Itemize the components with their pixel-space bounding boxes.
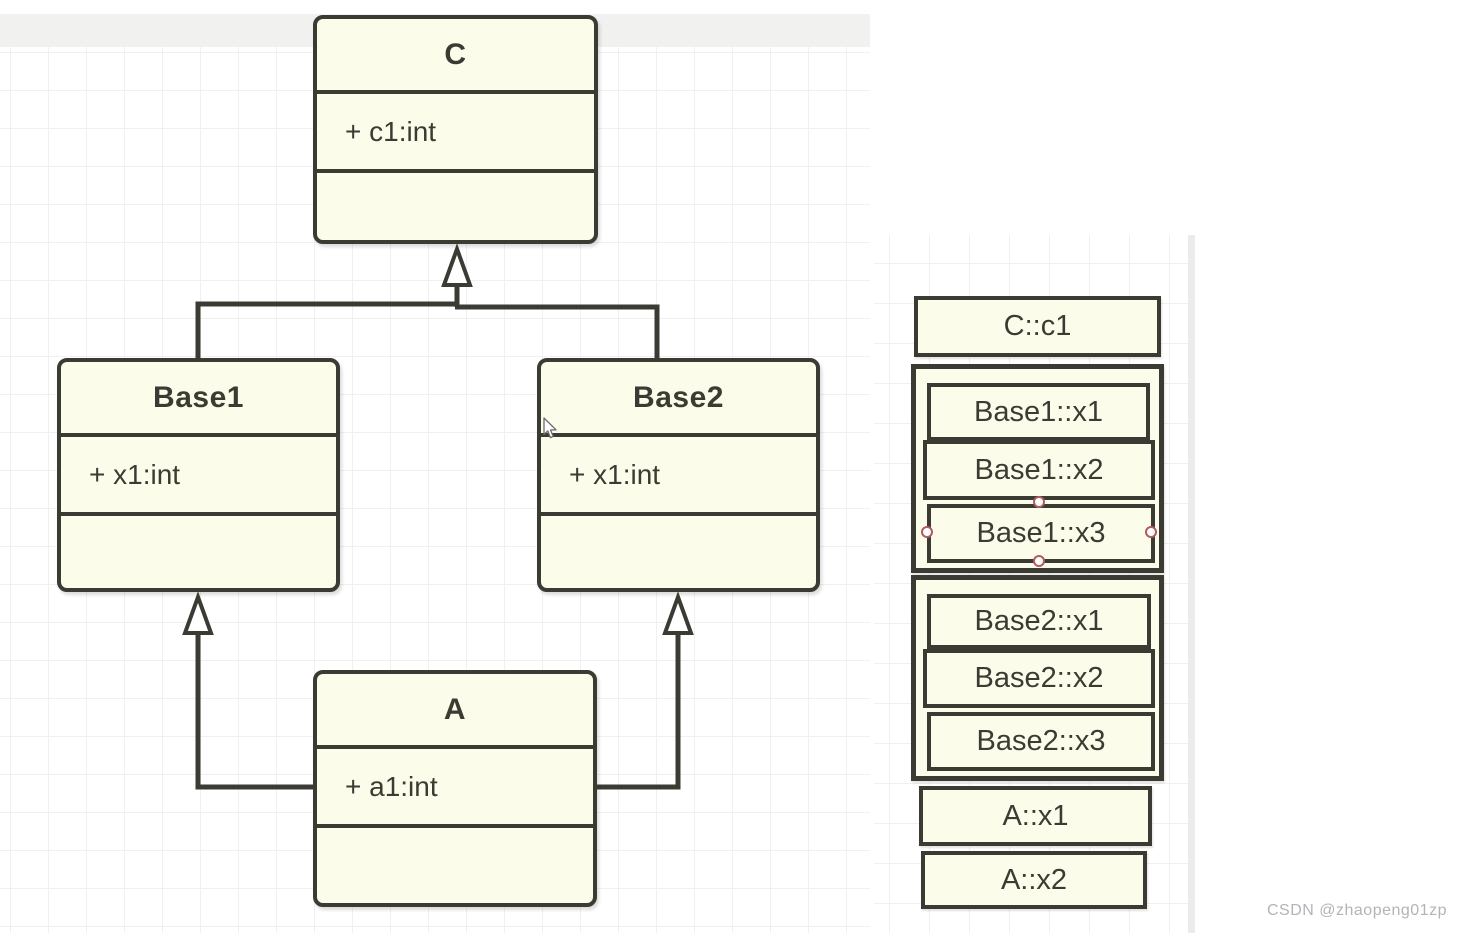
hollow-triangle-arrowhead — [662, 591, 694, 635]
memory-group-base2[interactable]: Base2::x1 Base2::x2 Base2::x3 — [911, 575, 1164, 781]
class-name-c: C — [317, 19, 594, 94]
class-operations-a-empty — [317, 828, 593, 903]
class-name-base2: Base2 — [541, 362, 816, 437]
generalization-a-to-base2[interactable] — [597, 591, 694, 790]
memory-cell-label: Base1::x2 — [974, 453, 1104, 486]
class-box-a[interactable]: A + a1:int — [313, 670, 597, 907]
memory-cell-base1-x2[interactable]: Base1::x2 — [923, 440, 1155, 500]
memory-cell-base2-x3[interactable]: Base2::x3 — [927, 712, 1155, 771]
class-attributes-base2: + x1:int — [541, 437, 816, 516]
panel-scrollbar-track[interactable] — [1188, 235, 1195, 933]
class-attributes-base1: + x1:int — [61, 437, 336, 516]
memory-cell-base2-x2[interactable]: Base2::x2 — [923, 649, 1155, 708]
memory-cell-base1-x3-selected[interactable]: Base1::x3 — [927, 504, 1155, 563]
memory-cell-a-x1[interactable]: A::x1 — [919, 786, 1152, 846]
memory-cell-label: Base2::x2 — [974, 662, 1104, 694]
selection-handle-bottom[interactable] — [1033, 555, 1045, 567]
generalization-base2-to-c[interactable] — [441, 243, 660, 358]
class-attributes-c: + c1:int — [317, 94, 594, 173]
memory-cell-base1-x1[interactable]: Base1::x1 — [927, 383, 1150, 441]
hollow-triangle-arrowhead — [182, 591, 214, 635]
class-operations-base1-empty — [61, 516, 336, 588]
memory-cell-c-c1[interactable]: C::c1 — [914, 296, 1161, 357]
attribute-text: + x1:int — [89, 458, 181, 490]
attribute-text: + c1:int — [345, 115, 437, 147]
generalization-a-to-base1[interactable] — [182, 591, 313, 790]
memory-cell-label: Base1::x3 — [976, 517, 1106, 549]
class-operations-c-empty — [317, 173, 594, 240]
class-name-a: A — [317, 674, 593, 749]
memory-cell-label: A::x2 — [1000, 863, 1068, 896]
class-box-c[interactable]: C + c1:int — [313, 15, 598, 244]
memory-cell-label: Base1::x1 — [974, 395, 1103, 428]
watermark-text: CSDN @zhaopeng01zp — [1266, 902, 1447, 919]
class-box-base1[interactable]: Base1 + x1:int — [57, 358, 340, 592]
attribute-text: + a1:int — [345, 770, 438, 802]
memory-cell-label: C::c1 — [1003, 310, 1072, 342]
selection-handle-top[interactable] — [1033, 496, 1045, 508]
class-attributes-a: + a1:int — [317, 749, 593, 828]
memory-group-base1[interactable]: Base1::x1 Base1::x2 Base1::x3 — [911, 364, 1164, 573]
memory-cell-a-x2[interactable]: A::x2 — [921, 851, 1147, 909]
class-name-base1: Base1 — [61, 362, 336, 437]
hollow-triangle-arrowhead — [441, 243, 473, 287]
uml-diagram-canvas[interactable]: C + c1:int Base1 + x1:int Base2 + x1:int… — [0, 0, 870, 933]
memory-cell-label: Base2::x3 — [976, 725, 1106, 757]
memory-cell-label: Base2::x1 — [974, 605, 1104, 637]
generalization-base1-to-c[interactable] — [195, 301, 459, 358]
inheritance-connectors — [182, 243, 694, 790]
selection-handle-right[interactable] — [1145, 526, 1157, 538]
memory-cell-base2-x1[interactable]: Base2::x1 — [927, 594, 1151, 649]
selection-handle-left[interactable] — [921, 526, 933, 538]
class-operations-base2-empty — [541, 516, 816, 588]
attribute-text: + x1:int — [569, 458, 661, 490]
memory-cell-label: A::x1 — [1002, 799, 1069, 832]
mouse-cursor-icon — [543, 417, 557, 439]
class-box-base2[interactable]: Base2 + x1:int — [537, 358, 820, 592]
